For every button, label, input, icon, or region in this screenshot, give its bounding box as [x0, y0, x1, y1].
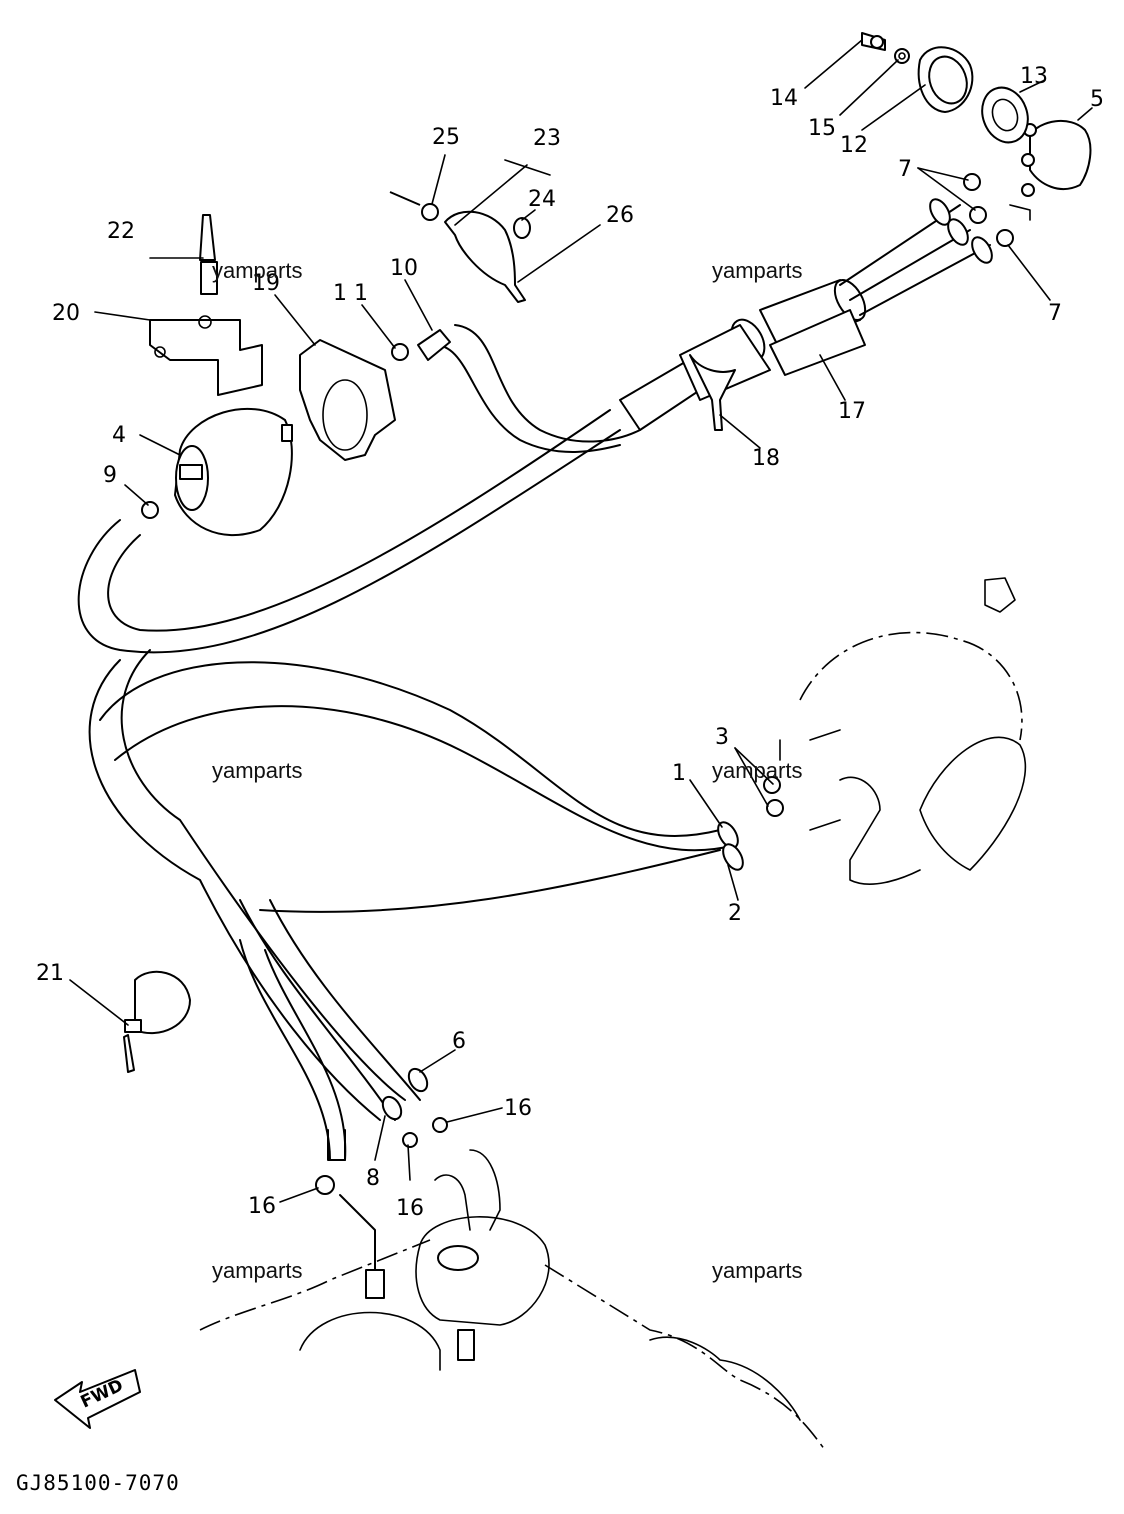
callout-3: 3: [715, 725, 729, 750]
callouts: 1 2 3 4 5 6 7 7 8 9 10 1 1 12 13 14 15 1…: [36, 64, 1104, 1221]
callout-8: 8: [366, 1166, 380, 1191]
callout-6: 6: [452, 1029, 466, 1054]
leader-lines: [69, 39, 1093, 1203]
callout-15: 15: [808, 116, 836, 141]
callout-24: 24: [528, 187, 556, 212]
bracket-20: [149, 214, 263, 396]
fuel-filter-4: [141, 407, 293, 536]
callout-22: 22: [107, 219, 135, 244]
watermarks: yamparts yamparts yamparts yamparts yamp…: [212, 258, 802, 1283]
watermark-2: yamparts: [712, 258, 802, 283]
clamps-misc: [315, 329, 784, 1195]
clamps-7: [963, 173, 1014, 247]
callout-23: 23: [533, 126, 561, 151]
hose-bundle-17: [619, 198, 993, 431]
callout-5: 5: [1090, 87, 1104, 112]
fwd-arrow-icon: FWD: [54, 1369, 141, 1429]
tube-ends: [327, 821, 744, 1161]
callout-20: 20: [52, 301, 80, 326]
callout-11: 1 1: [333, 281, 368, 306]
watermark-3: yamparts: [212, 758, 302, 783]
cap-parts: [861, 32, 1029, 144]
hose-group: [77, 324, 736, 1161]
callout-16b: 16: [396, 1196, 424, 1221]
band-23: [389, 191, 531, 303]
callout-17: 17: [838, 399, 866, 424]
callout-7b: 7: [1048, 301, 1062, 326]
callout-7a: 7: [898, 157, 912, 182]
engine-bottom-outline: [199, 1149, 826, 1451]
callout-12: 12: [840, 133, 868, 158]
watermark-6: yamparts: [712, 1258, 802, 1283]
watermark-1: yamparts: [212, 258, 302, 283]
callout-9: 9: [103, 463, 117, 488]
callout-2: 2: [728, 901, 742, 926]
tie-band-21: [123, 970, 191, 1073]
callout-26: 26: [606, 203, 634, 228]
diagram-code: GJ85100-7070: [16, 1471, 180, 1495]
watermark-4: yamparts: [712, 758, 802, 783]
callout-16a: 16: [504, 1096, 532, 1121]
callout-10: 10: [390, 256, 418, 281]
watermark-5: yamparts: [212, 1258, 302, 1283]
callout-21: 21: [36, 961, 64, 986]
holder-19: [299, 339, 396, 461]
callout-1: 1: [672, 761, 686, 786]
callout-19: 19: [252, 271, 280, 296]
fuel-cock-5: [1009, 119, 1092, 221]
engine-right-outline: [779, 577, 1027, 885]
callout-13: 13: [1020, 64, 1048, 89]
callout-25: 25: [432, 125, 460, 150]
callout-4: 4: [112, 423, 126, 448]
callout-18: 18: [752, 446, 780, 471]
callout-16c: 16: [248, 1194, 276, 1219]
callout-14: 14: [770, 86, 798, 111]
